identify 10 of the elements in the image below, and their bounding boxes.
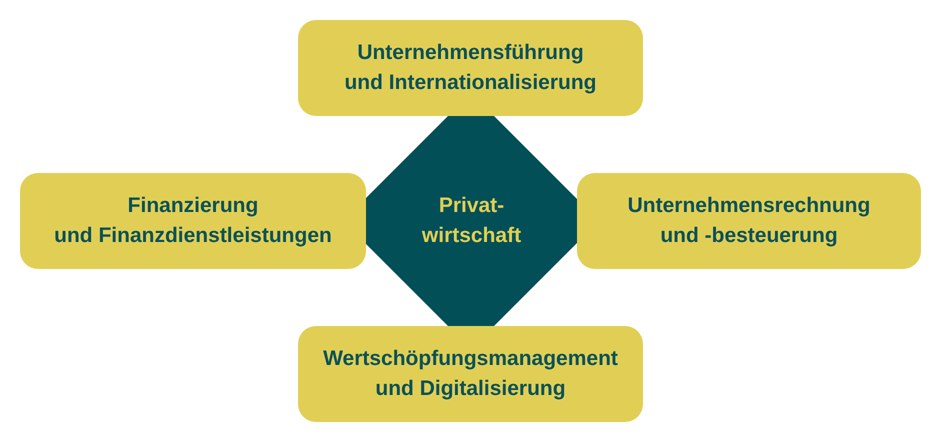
topic-box (20, 173, 366, 269)
topic-label: Finanzierung und Finanzdienstleistungen (54, 193, 332, 249)
topic-box (298, 326, 643, 422)
topic-label: Unternehmensrechnung und -besteuerung (628, 193, 870, 249)
center-diamond (366, 116, 577, 326)
topic-label: Wertschöpfungsmanagement und Digitalisierung (323, 346, 618, 402)
center-label: Privat- wirtschaft (422, 193, 522, 249)
topic-box (577, 173, 921, 269)
topic-box (298, 20, 643, 116)
topic-label: Unternehmensführung und Internationalisierung (344, 40, 596, 96)
